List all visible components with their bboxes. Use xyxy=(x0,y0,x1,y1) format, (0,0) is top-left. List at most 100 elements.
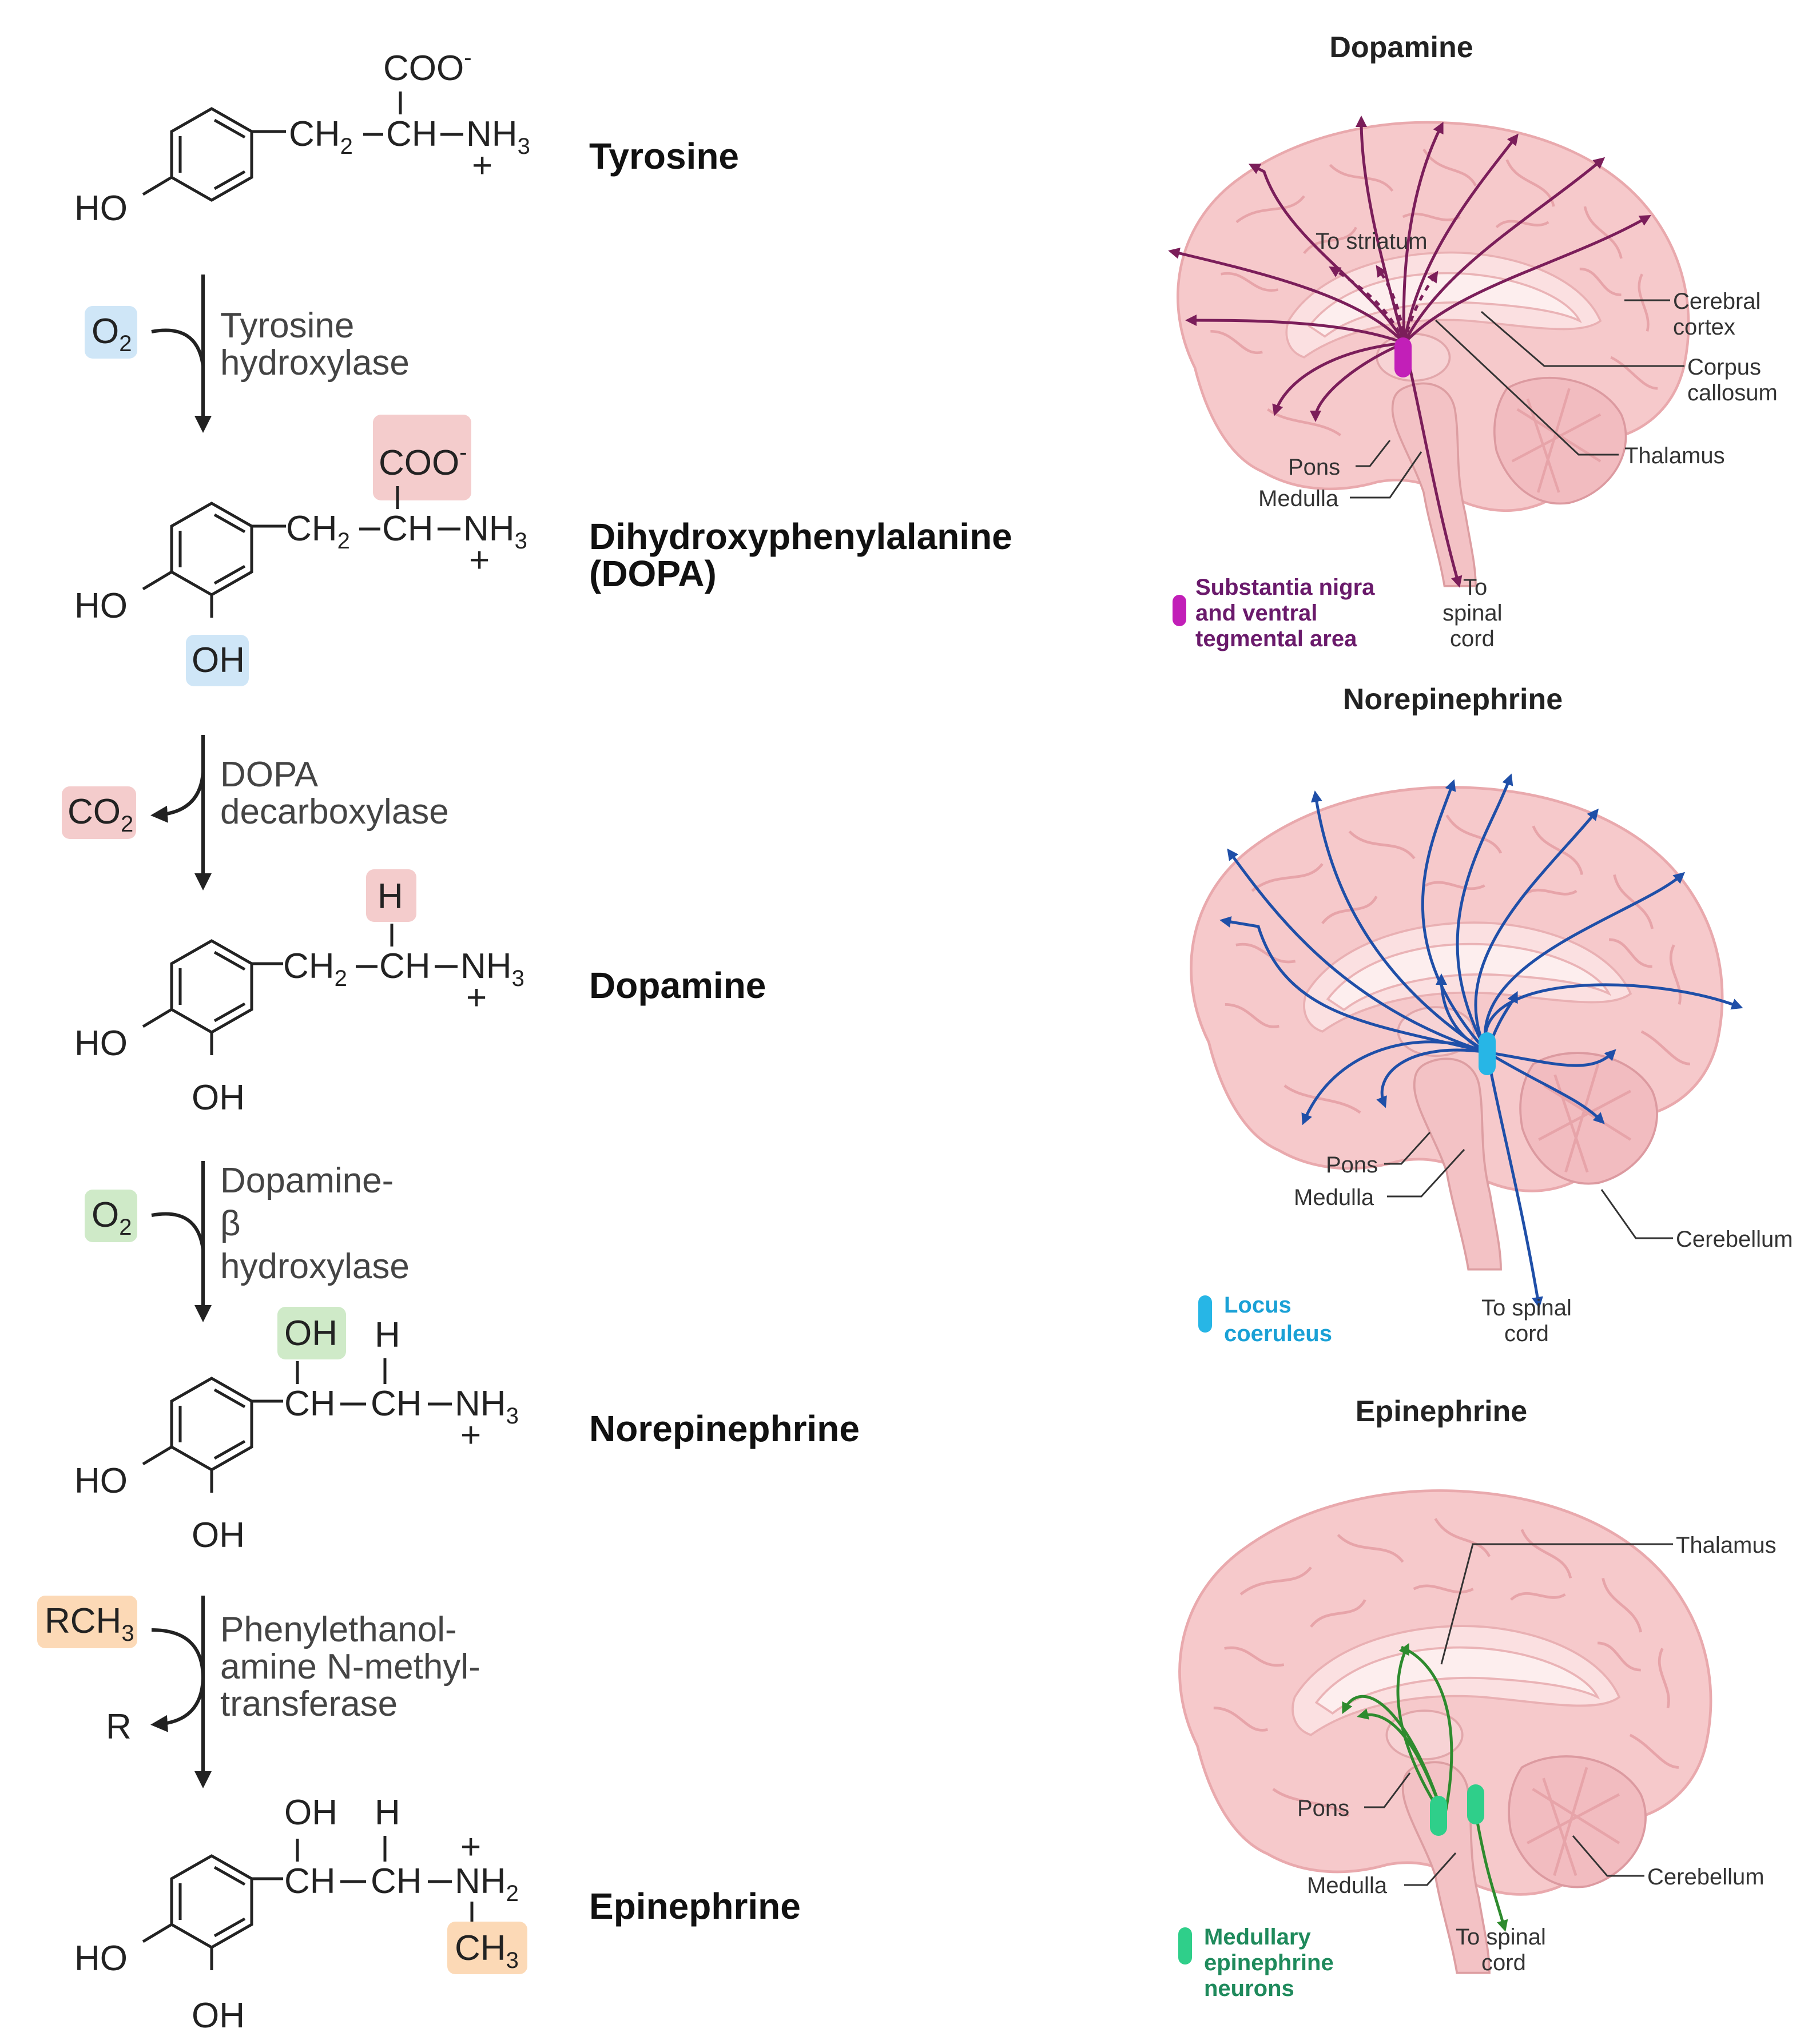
label-cerebellum: Cerebellum xyxy=(1647,1864,1765,1890)
sub-2: 2 xyxy=(119,1215,132,1240)
plus-sign: + xyxy=(466,978,487,1017)
coo-highlight xyxy=(373,415,471,500)
ch2-label: CH xyxy=(286,509,337,548)
svg-text:RCH3: RCH3 xyxy=(45,1601,134,1646)
coo-label: COO xyxy=(383,49,464,88)
label-medulla: Medulla xyxy=(1258,486,1339,511)
norepinephrine-projections xyxy=(1219,773,1743,1309)
legend-line: tegmental area xyxy=(1195,626,1357,651)
legend-line: Substantia nigra xyxy=(1195,575,1375,600)
svg-text:CH2: CH2 xyxy=(289,114,353,159)
ho-label: HO xyxy=(74,1461,128,1501)
minus-sign: - xyxy=(459,440,467,465)
svg-text:NH3: NH3 xyxy=(455,1384,519,1429)
legend-swatch xyxy=(1198,1295,1212,1333)
panel-title: Norepinephrine xyxy=(1343,683,1563,716)
nh3-label: NH xyxy=(463,509,515,548)
svg-text:NH3: NH3 xyxy=(460,947,524,991)
o2-highlight xyxy=(85,1190,137,1242)
svg-text:COO-: COO- xyxy=(379,440,467,483)
step-dopamine-beta-hydroxylase: O2 Dopamine- β hydroxylase xyxy=(85,1161,410,1322)
label-medulla: Medulla xyxy=(1294,1185,1374,1210)
label-pons: Pons xyxy=(1288,455,1340,480)
label-medulla: Medulla xyxy=(1307,1873,1388,1898)
legend-line: neurons xyxy=(1204,1976,1294,2001)
label-cerebral: Cerebral xyxy=(1673,289,1761,314)
label-striatum: To striatum xyxy=(1316,229,1428,254)
sub-3: 3 xyxy=(515,528,527,554)
enzyme-line: Dopamine- xyxy=(220,1161,394,1200)
label-cord: cord xyxy=(1481,1950,1526,1975)
legend-swatch xyxy=(1173,595,1186,626)
svg-text:NH2: NH2 xyxy=(455,1862,519,1906)
label-to: To xyxy=(1463,575,1487,600)
compound-name-dopa: Dihydroxyphenylalanine xyxy=(589,516,1012,557)
epinephrine-projections xyxy=(1342,1643,1508,1932)
sub-2: 2 xyxy=(506,1881,519,1906)
svg-text:CH2: CH2 xyxy=(283,947,347,991)
ch2-label: CH xyxy=(283,947,335,986)
plus-sign: + xyxy=(460,1415,481,1455)
legend-line: coeruleus xyxy=(1224,1321,1332,1346)
ch2-label: CH xyxy=(289,114,340,154)
h-label: H xyxy=(375,1793,400,1832)
nucleus-marker xyxy=(1467,1784,1484,1824)
legend-line: Locus xyxy=(1224,1293,1292,1318)
label-to-spinal: To spinal xyxy=(1481,1295,1572,1321)
step-tyrosine-hydroxylase: CHO2 Tyrosine hydroxylase xyxy=(85,275,410,433)
r-label: R xyxy=(106,1707,132,1747)
panel-title: Epinephrine xyxy=(1356,1395,1527,1428)
plus-sign: + xyxy=(460,1827,481,1867)
o2-highlight xyxy=(85,306,137,359)
ch-label: CH xyxy=(386,114,438,154)
ch3-highlight xyxy=(447,1922,527,1974)
nucleus-marker xyxy=(1430,1796,1447,1836)
oh-label: OH xyxy=(284,1314,337,1353)
ch-label: CH xyxy=(379,947,431,986)
sub-2: 2 xyxy=(119,331,132,356)
svg-text:NH3: NH3 xyxy=(466,114,530,159)
label-thalamus: Thalamus xyxy=(1676,1533,1777,1558)
legend-line: and ventral xyxy=(1195,601,1317,626)
nh2-label: NH xyxy=(455,1862,506,1901)
plus-sign: + xyxy=(472,146,492,185)
co2-highlight xyxy=(62,786,136,839)
compound-name-dopamine: Dopamine xyxy=(589,965,766,1006)
label-pons: Pons xyxy=(1297,1796,1349,1821)
sub-3: 3 xyxy=(506,1948,519,1973)
compound-name-norepinephrine: Norepinephrine xyxy=(589,1408,860,1449)
enzyme-line: hydroxylase xyxy=(220,343,410,383)
enzyme-line: β xyxy=(220,1204,241,1243)
sub-2: 2 xyxy=(335,966,347,991)
ho-label: HO xyxy=(74,1939,128,1978)
ch3-label: CH xyxy=(455,1928,506,1968)
label-cerebellum: Cerebellum xyxy=(1676,1227,1793,1252)
ch-label: CH xyxy=(371,1384,422,1423)
plus-sign: + xyxy=(469,540,490,580)
ho-label: HO xyxy=(74,189,128,228)
sub-2: 2 xyxy=(121,812,133,837)
h-label: H xyxy=(377,877,403,916)
dopamine-panel: Dopamine To striatum Cerebral cortex Cor… xyxy=(1168,31,1778,651)
oh-label: OH xyxy=(192,1996,245,2035)
norepinephrine-panel: Norepinephrine Pons Medulla Cerebellum T… xyxy=(1191,683,1793,1346)
label-to-spinal: To spinal xyxy=(1456,1924,1546,1950)
compound-name-tyrosine: Tyrosine xyxy=(589,136,739,177)
svg-text:CH2: CH2 xyxy=(286,509,350,554)
oh-label: OH xyxy=(192,1078,245,1118)
ch-label: CH xyxy=(284,1384,336,1423)
coo-label: COO xyxy=(379,443,459,483)
ch-label: CH xyxy=(382,509,434,548)
label-cord: cord xyxy=(1504,1321,1549,1346)
nh3-label: NH xyxy=(466,114,518,154)
ch-label: CH xyxy=(284,1862,336,1901)
svg-text:NH3: NH3 xyxy=(463,509,527,554)
oh-highlight xyxy=(186,635,249,686)
compound-name-epinephrine: Epinephrine xyxy=(589,1886,801,1927)
enzyme-line: amine N-methyl- xyxy=(220,1647,480,1687)
tyrosine-structure: HO CH2 CH COO- NH3 + xyxy=(74,45,530,228)
enzyme-line: decarboxylase xyxy=(220,792,449,832)
enzyme-line: Phenylethanol- xyxy=(220,1610,457,1649)
label-cord: cord xyxy=(1450,626,1495,651)
